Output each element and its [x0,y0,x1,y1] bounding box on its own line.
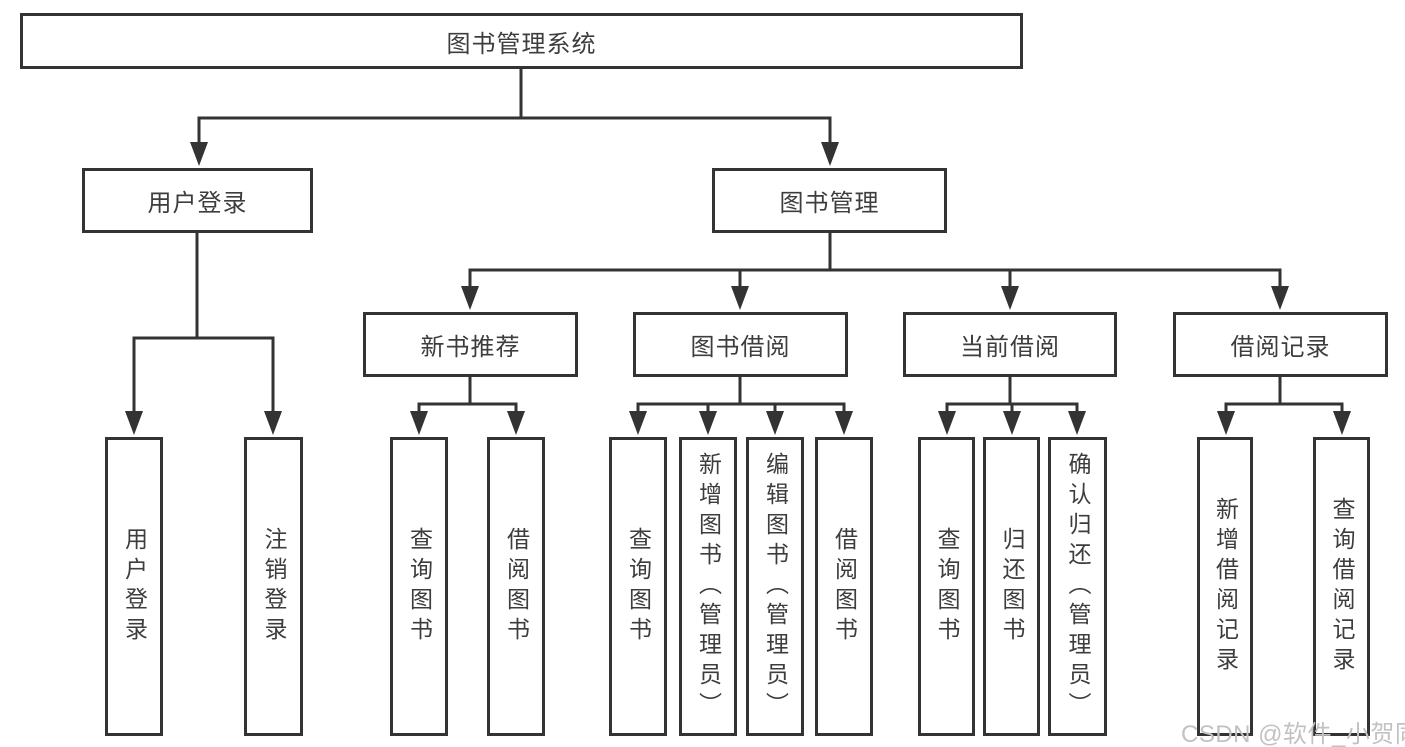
leaf-return-book: 归还图书 [983,437,1040,736]
leaf-confirm-return-admin-label: 确认归还（管理员） [1065,451,1091,722]
node-borrow-record-label: 借阅记录 [1230,334,1331,361]
leaf-borrow-book-1-label: 借阅图书 [503,526,530,647]
leaf-add-book-admin: 新增图书（管理员） [679,437,737,736]
connector-strokes [132,67,1344,415]
leaf-user-login: 用户登录 [105,437,163,736]
leaf-confirm-return-admin: 确认归还（管理员） [1048,437,1107,736]
leaf-add-borrow-record-label: 新增借阅记录 [1212,496,1239,677]
leaf-query-book-1-label: 查询图书 [406,526,433,647]
leaf-query-borrow-record-label: 查询借阅记录 [1329,496,1355,677]
leaf-edit-book-admin: 编辑图书（管理员） [746,437,804,736]
leaf-add-book-admin-label: 新增图书（管理员） [695,451,722,722]
node-root-label: 图书管理系统 [446,30,597,58]
node-current-borrow: 当前借阅 [903,312,1117,377]
leaf-query-book-3-label: 查询图书 [934,526,960,647]
leaf-logout-label: 注销登录 [261,526,287,647]
csdn-watermark: CSDN @软件_小贺同学 [1181,721,1405,747]
leaf-add-borrow-record: 新增借阅记录 [1197,437,1253,736]
leaf-query-book-2: 查询图书 [609,437,667,736]
leaf-query-book-2-label: 查询图书 [625,526,652,647]
leaf-edit-book-admin-label: 编辑图书（管理员） [762,451,789,722]
leaf-logout: 注销登录 [244,437,303,736]
node-borrow-record: 借阅记录 [1173,312,1388,377]
node-new-book-recommend: 新书推荐 [363,312,578,377]
node-book-borrow-label: 图书借阅 [690,334,791,361]
leaf-borrow-book-2-label: 借阅图书 [831,526,858,647]
node-current-borrow-label: 当前借阅 [960,334,1060,361]
node-book-management: 图书管理 [712,168,947,233]
leaf-return-book-label: 归还图书 [999,526,1025,647]
node-user-login-label: 用户登录 [147,190,248,217]
arrowheads [125,142,1351,435]
leaf-borrow-book-2: 借阅图书 [815,437,873,736]
node-book-borrow: 图书借阅 [633,312,848,377]
node-root: 图书管理系统 [20,13,1023,69]
leaf-query-book-1: 查询图书 [390,437,448,736]
node-book-management-label: 图书管理 [779,190,880,217]
leaf-borrow-book-1: 借阅图书 [487,437,545,736]
leaf-query-borrow-record: 查询借阅记录 [1313,437,1370,736]
node-new-book-recommend-label: 新书推荐 [420,334,521,361]
node-user-login: 用户登录 [82,168,313,233]
leaf-query-book-3: 查询图书 [918,437,975,736]
leaf-user-login-label: 用户登录 [121,526,148,647]
